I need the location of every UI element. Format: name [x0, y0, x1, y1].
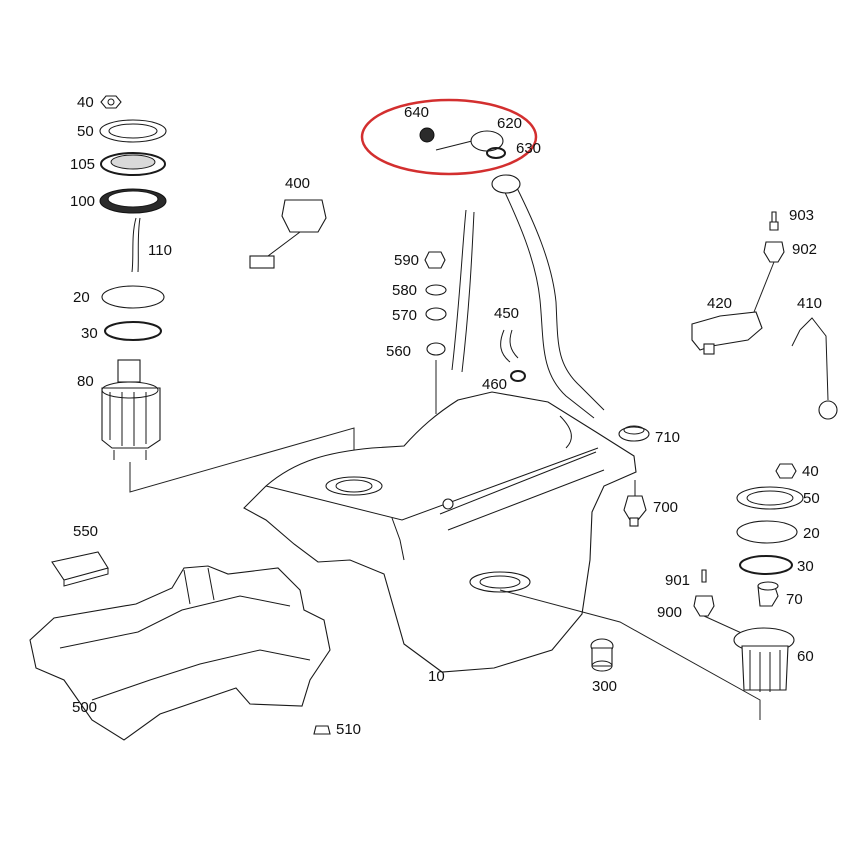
label-80: 80: [77, 373, 94, 390]
label-570: 570: [392, 307, 418, 324]
seal-105: [100, 152, 166, 176]
hose-450: [500, 329, 519, 363]
label-902: 902: [792, 241, 818, 258]
clamp-460: [510, 370, 526, 382]
label-50-left: 50: [77, 123, 94, 140]
label-40-left: 40: [77, 94, 94, 111]
label-500: 500: [72, 699, 98, 716]
bolt-901: [701, 569, 707, 583]
stud-700: [623, 480, 647, 527]
label-100: 100: [70, 193, 96, 210]
label-410: 410: [797, 295, 823, 312]
pad-550: [51, 551, 109, 587]
label-510: 510: [336, 721, 362, 738]
label-450: 450: [494, 305, 520, 322]
sender-400: [249, 199, 327, 269]
module-60: [733, 627, 795, 692]
label-900: 900: [657, 604, 683, 621]
label-640: 640: [404, 104, 430, 121]
label-420: 420: [707, 295, 733, 312]
label-20-right: 20: [803, 525, 820, 542]
clip-510: [313, 725, 331, 735]
label-901: 901: [665, 572, 691, 589]
sensor-420: [691, 311, 763, 355]
pump-80: [101, 359, 161, 460]
label-105: 105: [70, 156, 96, 173]
label-700: 700: [653, 499, 679, 516]
grommet-570: [425, 307, 447, 321]
label-300: 300: [592, 678, 618, 695]
label-20-left: 20: [73, 289, 90, 306]
grommet-560: [426, 342, 446, 356]
nut-590: [424, 251, 446, 269]
label-50-right: 50: [803, 490, 820, 507]
float-410: [791, 317, 838, 420]
plug-300: [590, 638, 614, 672]
nut-40-right: [775, 463, 797, 479]
ring-20-left: [101, 285, 165, 309]
highlight-ellipse: [360, 98, 538, 176]
elbow-70: [757, 581, 779, 607]
connector-900: [693, 595, 715, 617]
label-40-right: 40: [802, 463, 819, 480]
label-10: 10: [428, 668, 445, 685]
label-710: 710: [655, 429, 681, 446]
ring-50-right: [736, 486, 804, 510]
label-550: 550: [73, 523, 99, 540]
label-460: 460: [482, 376, 508, 393]
bolt-903: [769, 211, 779, 231]
oring-30-left: [104, 321, 162, 341]
label-590: 590: [394, 252, 420, 269]
heat-shield-500: [29, 565, 331, 741]
cover-100: [99, 188, 167, 214]
label-903: 903: [789, 207, 815, 224]
label-70: 70: [786, 591, 803, 608]
connector-902: [763, 241, 785, 263]
label-30-right: 30: [797, 558, 814, 575]
label-400: 400: [285, 175, 311, 192]
label-560: 560: [386, 343, 412, 360]
label-580: 580: [392, 282, 418, 299]
oring-30-right: [739, 555, 793, 575]
ring-50-left: [99, 119, 167, 143]
label-630: 630: [516, 140, 542, 157]
washer-580: [425, 284, 447, 296]
fuel-cap-group: [419, 127, 506, 159]
bushing-710: [618, 425, 650, 442]
label-30-left: 30: [81, 325, 98, 342]
label-60: 60: [797, 648, 814, 665]
filler-neck: [451, 174, 605, 419]
line-110: [131, 217, 137, 273]
ring-20-right: [736, 520, 798, 544]
label-620: 620: [497, 115, 523, 132]
fuel-tank-10: [243, 391, 637, 673]
label-110: 110: [148, 242, 172, 259]
nut-40-left: [100, 95, 122, 109]
